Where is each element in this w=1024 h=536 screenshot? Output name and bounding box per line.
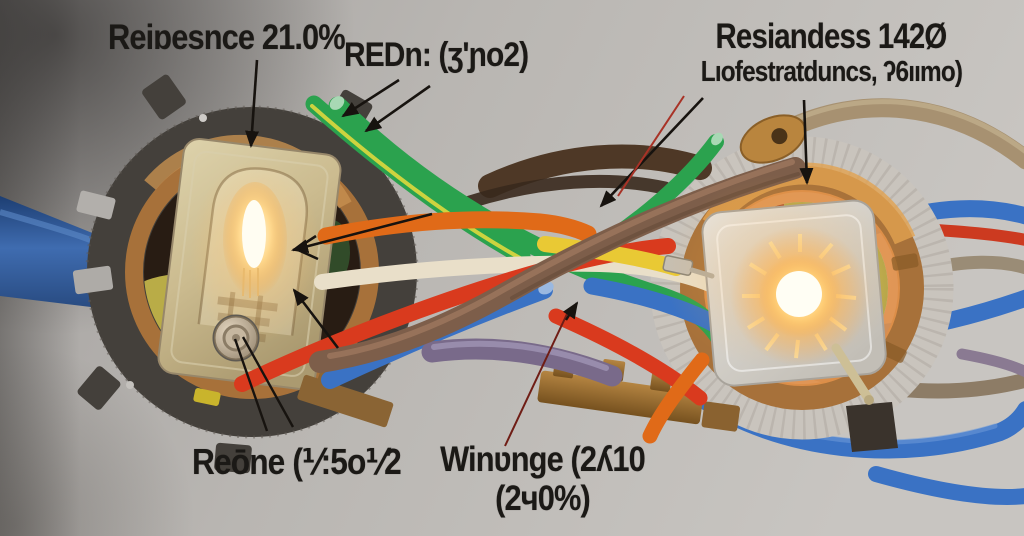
wire-orange-stub (642, 352, 710, 444)
arrow-module-left (291, 212, 433, 254)
line-screw-1 (233, 338, 269, 432)
annotation-bottom-center: Winʋnge (2ʎ10 (2ч0%) (435, 440, 651, 518)
screw (212, 314, 260, 362)
arrow-redn-2 (364, 84, 431, 133)
line-screw-2 (241, 336, 295, 428)
annotation-top-right: Resiandess 142Ø Lıofestratduncs, ʔ6ıımo) (700, 17, 963, 89)
ear-lug (739, 114, 807, 164)
led-glow (664, 174, 900, 370)
arrow-module-left-chevron (293, 234, 319, 261)
contact-pin (831, 343, 873, 403)
annotation-top-left: Reiɒesnce 21.0% (108, 18, 346, 57)
arrow-winbnge (562, 301, 579, 321)
annotation-bottom-center-line1: Winʋnge (2ʎ10 (440, 440, 646, 479)
bottom-tab (846, 402, 898, 452)
wire-blue-loop4 (868, 466, 1024, 506)
arrow-module-small (292, 288, 340, 349)
annotation-top-right-line2: Lıofestratduncs, ʔ6ıımo) (700, 56, 963, 89)
arrow-right-label (799, 99, 814, 185)
annotation-top-center: REDn: (ʒʹɲo2) (344, 36, 529, 74)
arrow-top-left (245, 59, 260, 148)
arrow-redn-1 (341, 78, 400, 118)
wire-green-yellow (305, 95, 531, 265)
arrow-diag-black (599, 97, 704, 208)
annotation-bottom-center-line2: (2ч0%) (495, 479, 591, 519)
line-diag-red (617, 95, 685, 197)
annotation-top-right-line1: Resiandess 142Ø (715, 17, 948, 56)
bulb-glow (190, 160, 322, 344)
wire-tan-top (776, 98, 1024, 170)
wire-purple (421, 338, 623, 387)
dark-brown-wires (463, 144, 712, 209)
wire-purple-right (956, 348, 1024, 378)
annotation-bottom-left: Reōne (⅟:5o⅟2 (192, 441, 402, 482)
right-module (662, 174, 900, 405)
line-winbnge-red (504, 313, 568, 447)
annotation-arrows (233, 59, 814, 447)
